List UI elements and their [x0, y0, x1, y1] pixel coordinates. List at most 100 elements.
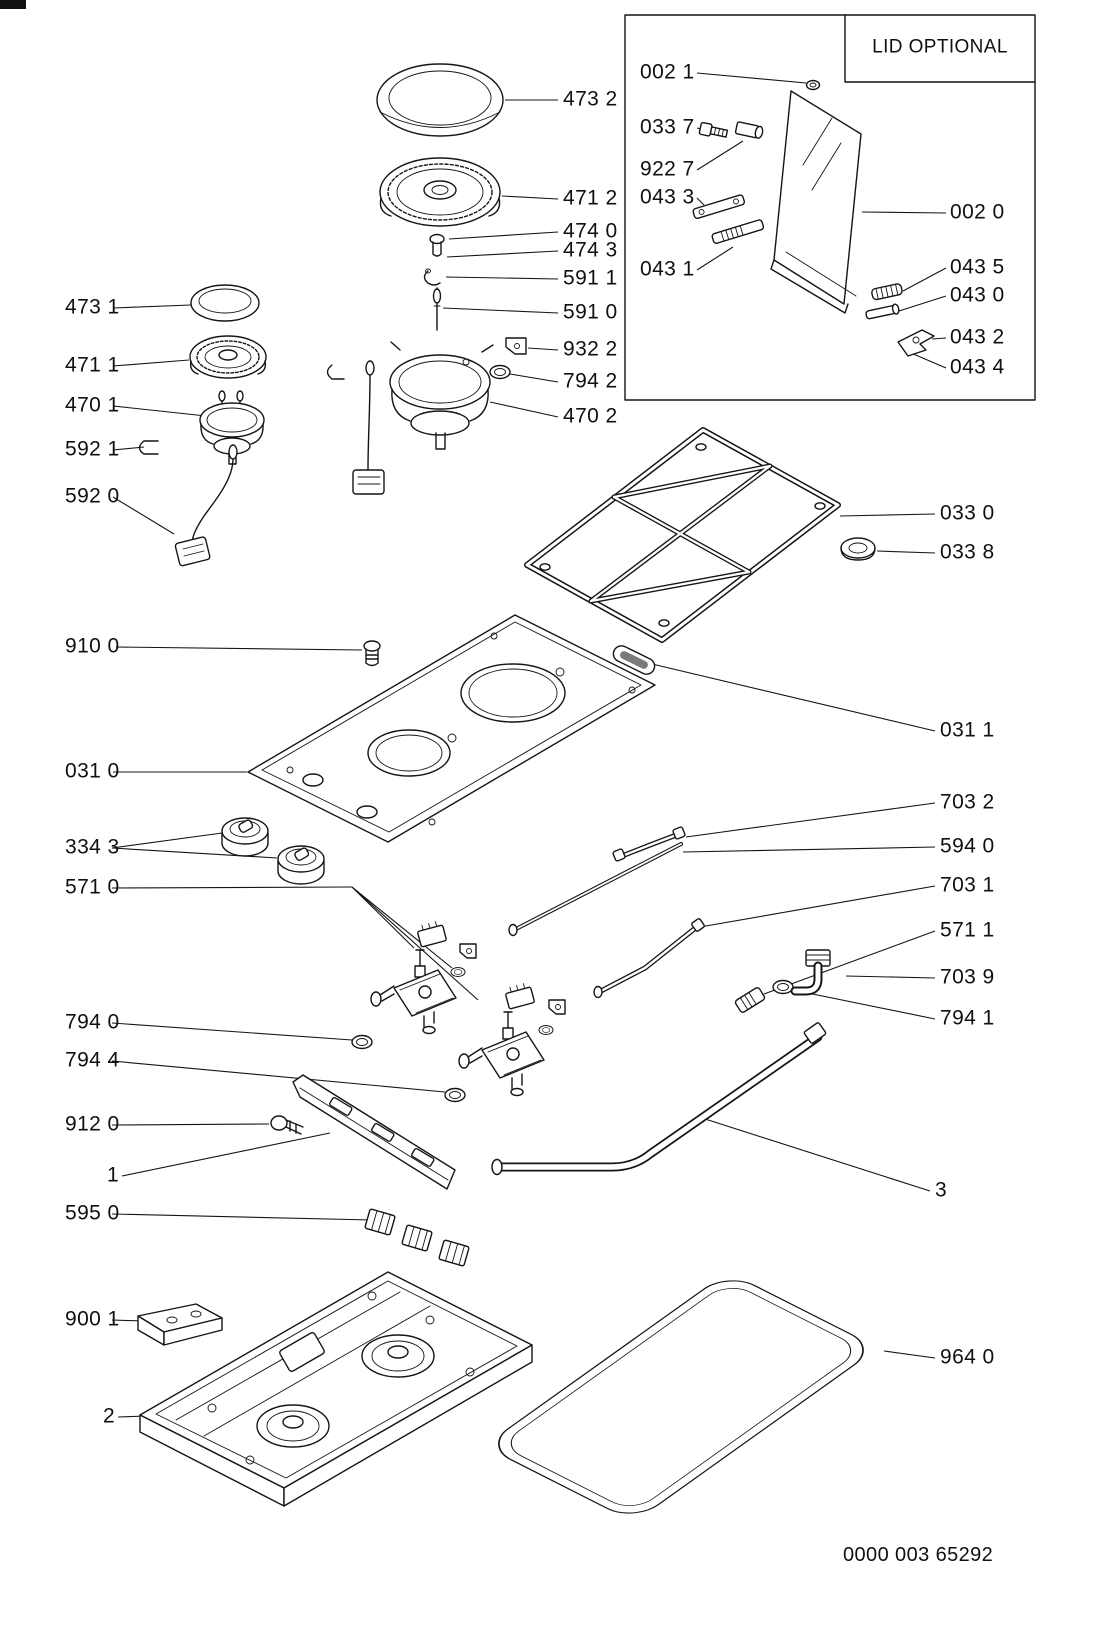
burner-screw-474: [429, 233, 445, 257]
part-label-703-2: 703 2: [940, 790, 995, 814]
part-label-033-0: 033 0: [940, 501, 995, 525]
lid-bushing-922-7: [734, 121, 764, 139]
part-label-471-2: 471 2: [563, 186, 618, 210]
lid-hinge-plate-043-3: [692, 194, 746, 220]
part-label-964-0: 964 0: [940, 1345, 995, 1369]
o-ring-794-4: [444, 1087, 466, 1103]
lid-hinge-bracket-043-2: [897, 329, 935, 357]
page-corner-mark: [0, 0, 26, 9]
valve-o-ring-rear: [538, 1024, 554, 1036]
part-label-473-1: 473 1: [65, 295, 120, 319]
part-label-474-3: 474 3: [563, 238, 618, 262]
burner-ring-large: [379, 157, 501, 227]
part-label-031-0: 031 0: [65, 759, 120, 783]
leader-lines: [111, 72, 947, 1418]
mounting-rail-1: [292, 1074, 456, 1190]
gasket-031-1: [612, 645, 656, 675]
part-label-callout-2: 2: [103, 1404, 116, 1428]
seal-gasket-964-0: [498, 1280, 864, 1514]
pipe-703-2: [612, 826, 686, 862]
document-number: 0000 003 65292: [843, 1544, 994, 1567]
part-label-043-2: 043 2: [950, 325, 1005, 349]
o-ring-794-1: [772, 979, 794, 995]
gas-valve-rear: [458, 981, 545, 1097]
bracket-932-2: [505, 337, 527, 355]
part-label-callout-1: 1: [107, 1163, 120, 1187]
part-label-474-0: 474 0: [563, 219, 618, 243]
part-label-900-1: 900 1: [65, 1307, 120, 1331]
part-label-334-3: 334 3: [65, 835, 120, 859]
rubber-foot-033-8: [840, 537, 876, 561]
part-label-591-0: 591 0: [563, 300, 618, 324]
o-ring-794-2: [489, 364, 511, 380]
lid-pin-043-0: [865, 303, 900, 320]
lid-spring-043-5: [871, 283, 903, 301]
clip-592-1: [138, 440, 159, 455]
elbow-703-9: [790, 949, 831, 996]
part-label-922-7: 922 7: [640, 157, 695, 181]
lid-bolt-033-7: [698, 121, 729, 138]
part-label-794-0: 794 0: [65, 1010, 120, 1034]
part-label-595-0: 595 0: [65, 1201, 120, 1225]
part-label-470-2: 470 2: [563, 404, 618, 428]
part-label-471-1: 471 1: [65, 353, 120, 377]
burner-ring-small: [189, 335, 267, 379]
lid-spring-rod-043-1: [711, 219, 765, 244]
part-label-794-1: 794 1: [940, 1006, 995, 1030]
part-label-910-0: 910 0: [65, 634, 120, 658]
glass-lid: [770, 90, 862, 314]
connector-571-1: [734, 987, 766, 1013]
part-label-794-4: 794 4: [65, 1048, 120, 1072]
lid-optional-title: LID OPTIONAL: [872, 36, 1008, 58]
o-ring-794-0: [351, 1034, 373, 1050]
part-label-473-2: 473 2: [563, 87, 618, 111]
thermocouple-center: [326, 360, 385, 495]
part-label-571-1: 571 1: [940, 918, 995, 942]
burner-body-large-470-2: [389, 341, 494, 450]
part-label-470-1: 470 1: [65, 393, 120, 417]
pipe-594-0: [508, 842, 683, 937]
part-label-043-4: 043 4: [950, 355, 1005, 379]
part-label-592-1: 592 1: [65, 437, 120, 461]
part-label-callout-3: 3: [935, 1178, 948, 1202]
valve-o-ring-front: [450, 966, 466, 978]
part-label-033-7: 033 7: [640, 115, 695, 139]
screw-910-0: [363, 640, 381, 667]
part-label-043-1: 043 1: [640, 257, 695, 281]
part-label-002-1: 002 1: [640, 60, 695, 84]
part-label-043-5: 043 5: [950, 255, 1005, 279]
ignition-electrode-591-0: [432, 287, 442, 331]
retainer-clip-591-1: [423, 268, 441, 286]
part-label-703-1: 703 1: [940, 873, 995, 897]
valve-clip-front: [459, 943, 477, 959]
part-label-043-0: 043 0: [950, 283, 1005, 307]
burner-body-small-470-1: [199, 390, 265, 465]
control-knobs-334-3: [221, 817, 325, 885]
bracket-900-1: [137, 1303, 223, 1346]
burner-clamps-595-0: [364, 1208, 470, 1267]
pan-support-grid-033-0: [524, 427, 841, 643]
part-label-794-2: 794 2: [563, 369, 618, 393]
part-label-594-0: 594 0: [940, 834, 995, 858]
burner-cap-small: [190, 284, 260, 322]
part-label-591-1: 591 1: [563, 266, 618, 290]
hob-top-panel-031-0: [247, 614, 656, 843]
burner-cap-large: [376, 63, 504, 137]
part-label-043-3: 043 3: [640, 185, 695, 209]
lid-screw-002-1: [805, 79, 821, 91]
part-label-703-9: 703 9: [940, 965, 995, 989]
part-label-033-8: 033 8: [940, 540, 995, 564]
part-label-002-0: 002 0: [950, 200, 1005, 224]
part-label-592-0: 592 0: [65, 484, 120, 508]
part-label-932-2: 932 2: [563, 337, 618, 361]
part-label-571-0: 571 0: [65, 875, 120, 899]
part-label-031-1: 031 1: [940, 718, 995, 742]
pipe-703-1: [593, 918, 705, 999]
part-label-912-0: 912 0: [65, 1112, 120, 1136]
base-tray-2: [139, 1271, 533, 1507]
valve-clip-rear: [548, 999, 566, 1015]
thermocouple-left-592-0: [174, 444, 238, 567]
lid-optional-box: [624, 14, 1036, 401]
